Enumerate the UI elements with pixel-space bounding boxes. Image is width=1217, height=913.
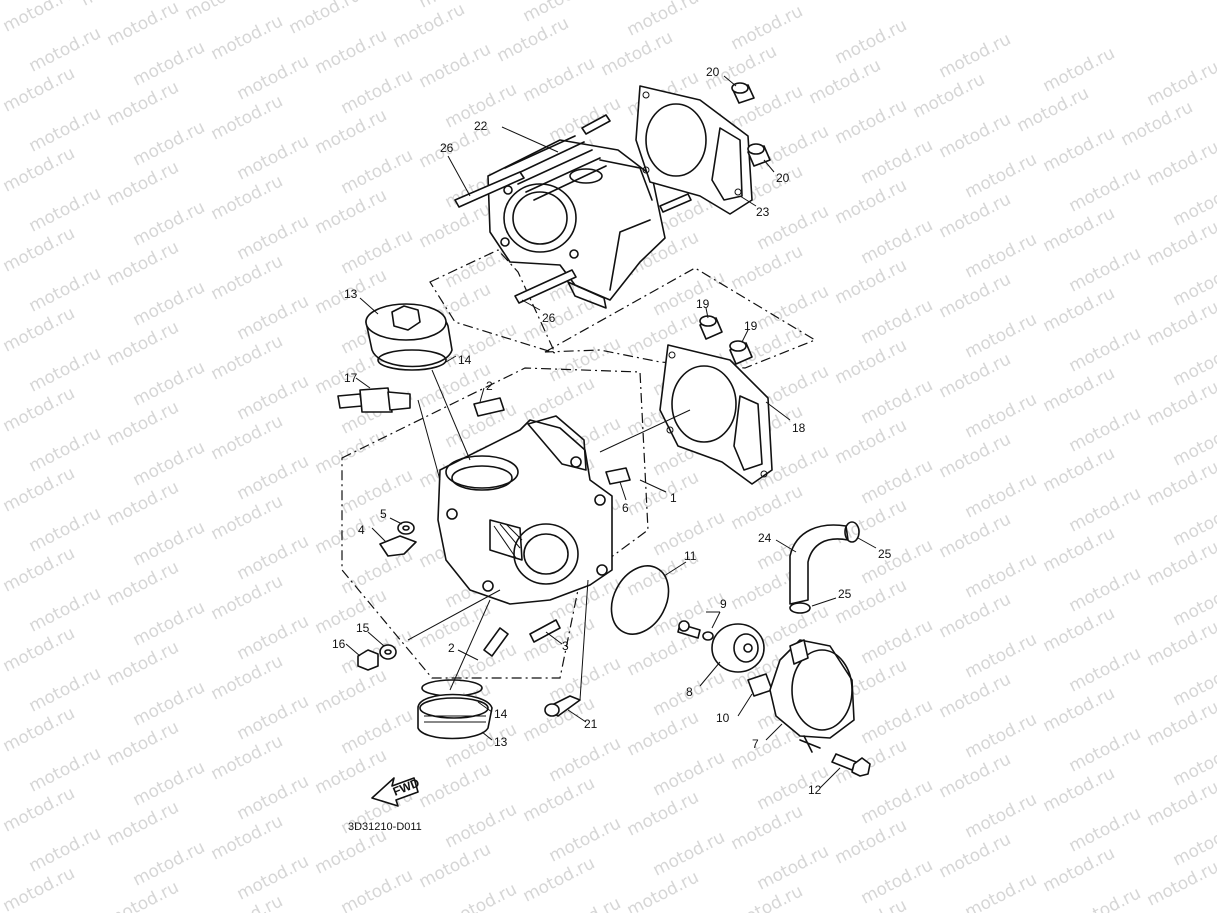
spark-plug-17 xyxy=(337,387,411,413)
washer-5 xyxy=(397,521,415,535)
callout-10: 10 xyxy=(716,711,730,725)
stud-3 xyxy=(529,619,561,643)
callout-11: 11 xyxy=(684,549,697,563)
callout-21: 21 xyxy=(584,717,598,731)
callout-4: 4 xyxy=(358,523,365,537)
callout-16: 16 xyxy=(332,637,346,651)
callout-17: 17 xyxy=(344,371,358,385)
callout-20-upper: 20 xyxy=(706,65,720,79)
callout-19-right: 19 xyxy=(744,319,758,333)
stud-upper-right xyxy=(581,114,692,213)
callout-14-lower: 14 xyxy=(494,707,508,721)
nut-16 xyxy=(357,649,379,671)
callout-24: 24 xyxy=(758,531,772,545)
dowel-19-b xyxy=(729,340,753,365)
cylinder-22 xyxy=(487,135,666,309)
o-ring-14-lower xyxy=(421,679,483,697)
housing-7 xyxy=(769,639,855,753)
bolt-4 xyxy=(379,535,417,557)
callout-26-lower: 26 xyxy=(542,311,556,325)
callout-20-lower: 20 xyxy=(776,171,790,185)
seal-10 xyxy=(747,673,773,697)
gasket-18 xyxy=(659,344,773,485)
callout-labels: 22 26 26 20 20 23 19 19 18 13 14 17 2 1 … xyxy=(332,65,892,797)
gasket-assembly-frame xyxy=(544,267,817,369)
callout-1: 1 xyxy=(670,491,677,505)
callout-2-lower: 2 xyxy=(448,641,455,655)
bolt-9 xyxy=(677,620,714,641)
callout-25-upper: 25 xyxy=(878,547,892,561)
callout-14-upper: 14 xyxy=(458,353,472,367)
cylinder-assembly-frame xyxy=(429,249,557,354)
bolt-21 xyxy=(544,695,581,717)
callout-3: 3 xyxy=(562,639,569,653)
cap-13-lower xyxy=(417,693,493,740)
callout-15: 15 xyxy=(356,621,370,635)
stud-26-upper xyxy=(454,171,525,208)
cylinder-head-1 xyxy=(437,415,613,605)
callout-19-left: 19 xyxy=(696,297,710,311)
stud-6 xyxy=(605,467,631,485)
callout-12: 12 xyxy=(808,783,822,797)
callout-25-lower: 25 xyxy=(838,587,852,601)
leader-lines xyxy=(345,75,877,789)
callout-7: 7 xyxy=(752,737,759,751)
forward-arrow-icon: FWD xyxy=(371,775,422,807)
callout-13-upper: 13 xyxy=(344,287,358,301)
clamp-25-lower xyxy=(789,602,811,614)
washer-15 xyxy=(379,644,397,660)
drawing-code: 3D31210-D011 xyxy=(348,821,422,833)
callout-5: 5 xyxy=(380,507,387,521)
dowel-19-a xyxy=(699,315,723,340)
bolt-12 xyxy=(831,753,871,777)
dowel-2-upper xyxy=(473,397,505,417)
callout-6: 6 xyxy=(622,501,629,515)
callout-8: 8 xyxy=(686,685,693,699)
o-ring-14-upper xyxy=(377,349,447,371)
callout-13-lower: 13 xyxy=(494,735,508,749)
callout-18: 18 xyxy=(792,421,806,435)
callout-2-upper: 2 xyxy=(486,379,493,393)
stud-26-lower xyxy=(514,269,577,304)
thermostat-8 xyxy=(711,623,765,673)
callout-9: 9 xyxy=(720,597,727,611)
callout-22: 22 xyxy=(474,119,488,133)
o-ring-11 xyxy=(610,565,670,635)
callout-26-upper: 26 xyxy=(440,141,454,155)
clamp-25-upper xyxy=(844,521,860,543)
dowel-2-lower xyxy=(483,627,509,657)
gasket-23 xyxy=(635,85,753,215)
callout-23: 23 xyxy=(756,205,770,219)
